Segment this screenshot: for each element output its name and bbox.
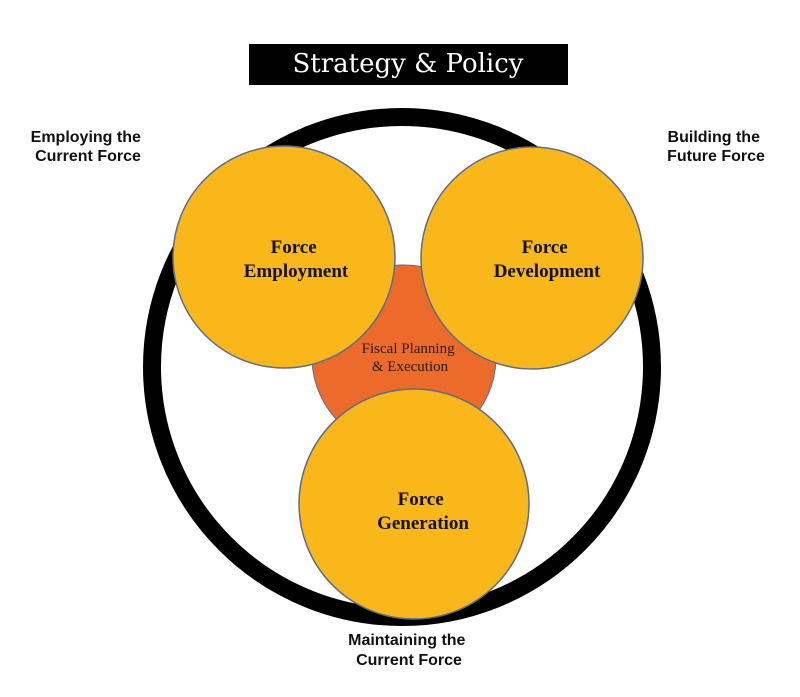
fiscal-planning-label: Fiscal Planning & Execution	[362, 341, 459, 375]
force-generation-label: Force Generation	[377, 489, 469, 534]
force-development-circle	[420, 146, 644, 370]
force-employment-label-line2: Employment	[244, 261, 349, 282]
fiscal-planning-label-line1: Fiscal Planning	[362, 341, 455, 357]
employing-label-line1: Employing the	[31, 129, 141, 146]
title-text: Strategy & Policy	[292, 49, 523, 79]
force-development-label-line2: Development	[494, 261, 601, 282]
force-generation-label-line1: Force	[398, 489, 444, 510]
building-future-force-label: Building the Future Force	[667, 129, 765, 165]
force-employment-label-line1: Force	[271, 237, 317, 258]
force-development-label: Force Development	[494, 237, 601, 282]
employing-label-line2: Current Force	[35, 148, 141, 165]
force-generation-circle	[298, 388, 530, 620]
employing-current-force-label: Employing the Current Force	[31, 129, 146, 165]
building-label-line2: Future Force	[667, 148, 765, 165]
fiscal-planning-label-line2: & Execution	[372, 359, 449, 375]
title-background	[249, 44, 568, 85]
force-generation-label-line2: Generation	[377, 513, 469, 534]
force-employment-circle	[172, 145, 396, 369]
maintaining-label-line1: Maintaining the	[348, 632, 465, 649]
title-banner: Strategy & Policy	[249, 44, 568, 85]
maintaining-current-force-label: Maintaining the Current Force	[348, 632, 470, 669]
force-development-label-line1: Force	[522, 237, 568, 258]
building-label-line1: Building the	[668, 129, 761, 146]
maintaining-label-line2: Current Force	[356, 652, 462, 669]
force-employment-label: Force Employment	[244, 237, 349, 282]
